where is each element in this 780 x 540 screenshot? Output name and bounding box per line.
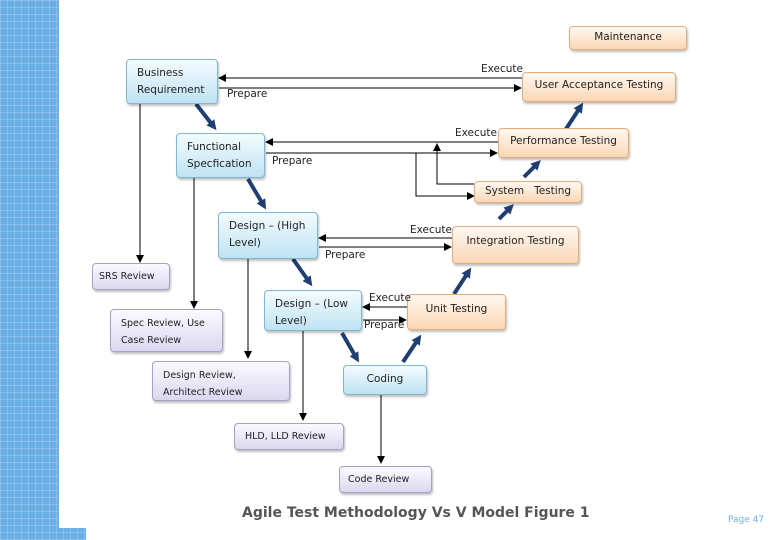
business-requirement-label: Business Requirement <box>137 67 205 96</box>
execute-label-integration: Execute <box>410 224 452 236</box>
maintenance-label: Maintenance <box>594 31 662 43</box>
v-arrow-down-3 <box>291 257 313 287</box>
user-acceptance-testing-box: User Acceptance Testing <box>522 72 676 102</box>
prepare-label-integration: Prepare <box>325 249 366 261</box>
v-arrow-down-1 <box>194 102 217 131</box>
srs-review-box: SRS Review <box>92 263 170 290</box>
functional-spec-label: Functional Specfication <box>187 141 252 170</box>
figure-caption: Agile Test Methodology Vs V Model Figure… <box>242 505 590 521</box>
execute-label-unit: Execute <box>369 292 411 304</box>
design-low-level-box: Design – (Low Level) <box>264 290 362 331</box>
prepare-label-uat: Prepare <box>227 88 268 100</box>
coding-box: Coding <box>343 365 427 395</box>
v-arrow-up-1 <box>401 334 422 364</box>
top-margin <box>59 0 780 14</box>
design-low-level-label: Design – (Low Level) <box>275 298 348 327</box>
spec-review-box: Spec Review, Use Case Review <box>110 309 223 352</box>
design-review-box: Design Review, Architect Review <box>152 361 290 401</box>
design-review-label: Design Review, Architect Review <box>163 370 243 398</box>
v-arrow-up-2 <box>452 267 472 296</box>
integration-testing-box: Integration Testing <box>452 226 579 264</box>
performance-testing-label: Performance Testing <box>510 135 617 147</box>
unit-testing-label: Unit Testing <box>425 303 488 315</box>
user-acceptance-testing-label: User Acceptance Testing <box>534 79 664 91</box>
design-high-level-label: Design – (High Level) <box>229 220 306 249</box>
v-arrow-down-2 <box>246 177 267 210</box>
business-requirement-box: Business Requirement <box>126 59 218 104</box>
system-testing-up <box>433 143 474 185</box>
unit-testing-box: Unit Testing <box>407 294 506 330</box>
execute-label-performance: Execute <box>455 127 497 139</box>
coding-label: Coding <box>366 373 404 385</box>
sidebar-inner-panel <box>59 14 86 528</box>
code-review-label: Code Review <box>348 474 410 485</box>
hld-lld-review-label: HLD, LLD Review <box>245 431 326 442</box>
design-high-level-box: Design – (High Level) <box>218 212 318 259</box>
hld-lld-review-box: HLD, LLD Review <box>234 423 344 450</box>
functional-spec-box: Functional Specfication <box>176 133 265 178</box>
performance-testing-box: Performance Testing <box>498 128 629 158</box>
integration-testing-label: Integration Testing <box>466 235 565 247</box>
v-arrow-up-5 <box>564 102 584 131</box>
system-testing-box: System Testing <box>474 181 582 203</box>
system-testing-loop <box>415 153 475 200</box>
prepare-label-performance: Prepare <box>272 155 313 167</box>
maintenance-box: Maintenance <box>569 26 687 50</box>
code-review-box: Code Review <box>339 466 432 493</box>
execute-label-uat: Execute <box>481 63 523 75</box>
prepare-label-unit: Prepare <box>364 319 405 331</box>
v-arrow-down-4 <box>340 332 359 363</box>
system-testing-label: System Testing <box>484 185 572 197</box>
v-arrow-up-4 <box>522 160 541 179</box>
srs-review-label: SRS Review <box>99 271 155 282</box>
v-arrow-up-3 <box>497 204 514 221</box>
spec-review-label: Spec Review, Use Case Review <box>121 318 205 346</box>
page-number: Page 47 <box>728 515 765 525</box>
